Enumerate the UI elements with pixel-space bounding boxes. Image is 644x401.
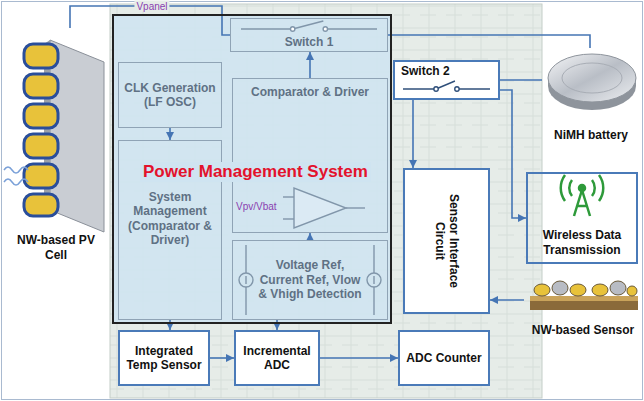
process-box: CLK Generation (LF OSC): [118, 62, 222, 128]
box-label: Comparator & Driver: [251, 85, 369, 99]
box-label: NiMH battery: [554, 128, 628, 142]
box-label: Incremental ADC: [239, 344, 315, 373]
box-label: Wireless Data Transmission: [532, 228, 632, 257]
connector: [320, 357, 398, 359]
box-label: ADC Counter: [406, 351, 481, 365]
interface-box: Sensor Interface Circuit: [403, 168, 490, 314]
power-management-region: Power Management System Switch 1 CLK Gener…: [112, 14, 392, 324]
box-label: Voltage Ref, Current Ref, Vlow & Vhigh D…: [257, 258, 363, 301]
battery: NiMH battery: [542, 48, 640, 148]
box-label: Integrated Temp Sensor: [123, 344, 205, 373]
connector: [169, 320, 171, 330]
connector: [309, 52, 311, 78]
box-label: Switch 1: [285, 35, 334, 49]
switch-box: Switch 2: [393, 60, 500, 100]
signal-name: Vpanel: [134, 1, 169, 12]
connector: [169, 128, 171, 140]
box-label: System Management (Comparator & Driver): [123, 190, 217, 248]
process-box: Integrated Temp Sensor: [118, 330, 210, 386]
connector: [490, 299, 524, 301]
box-label: NW-based PV Cell: [14, 233, 98, 262]
chip-die: [110, 4, 542, 398]
pv-cell: NW-based PV Cell: [4, 28, 108, 268]
box-label: Switch 2: [401, 64, 450, 78]
connector: [309, 233, 311, 240]
box-label: CLK Generation (LF OSC): [123, 81, 217, 110]
box-label: NW-based Sensor: [532, 323, 634, 337]
connector: [388, 35, 590, 48]
process-box: Incremental ADC: [234, 330, 320, 386]
reference-box: Voltage Ref, Current Ref, Vlow & Vhigh D…: [232, 240, 388, 320]
process-box: ADC Counter: [398, 330, 490, 386]
switch-box: Switch 1: [230, 18, 388, 52]
connector: [412, 100, 414, 168]
sensor: NW-based Sensor: [524, 272, 642, 342]
battery-picture: [548, 54, 636, 110]
transmitter-box: Wireless Data Transmission: [526, 172, 638, 264]
connector: [210, 357, 234, 359]
connector: [276, 320, 278, 330]
pv-cell-picture: [4, 40, 104, 232]
signal-name: Vpv/Vbat: [236, 201, 277, 212]
sensor-picture: [530, 281, 638, 310]
wireless-icon: [561, 175, 604, 216]
pms-region-fill: [112, 14, 392, 324]
box-label: Sensor Interface Circuit: [432, 176, 461, 306]
connector: [500, 90, 526, 218]
connector: [500, 79, 542, 81]
region-title: Power Management System: [140, 162, 371, 182]
